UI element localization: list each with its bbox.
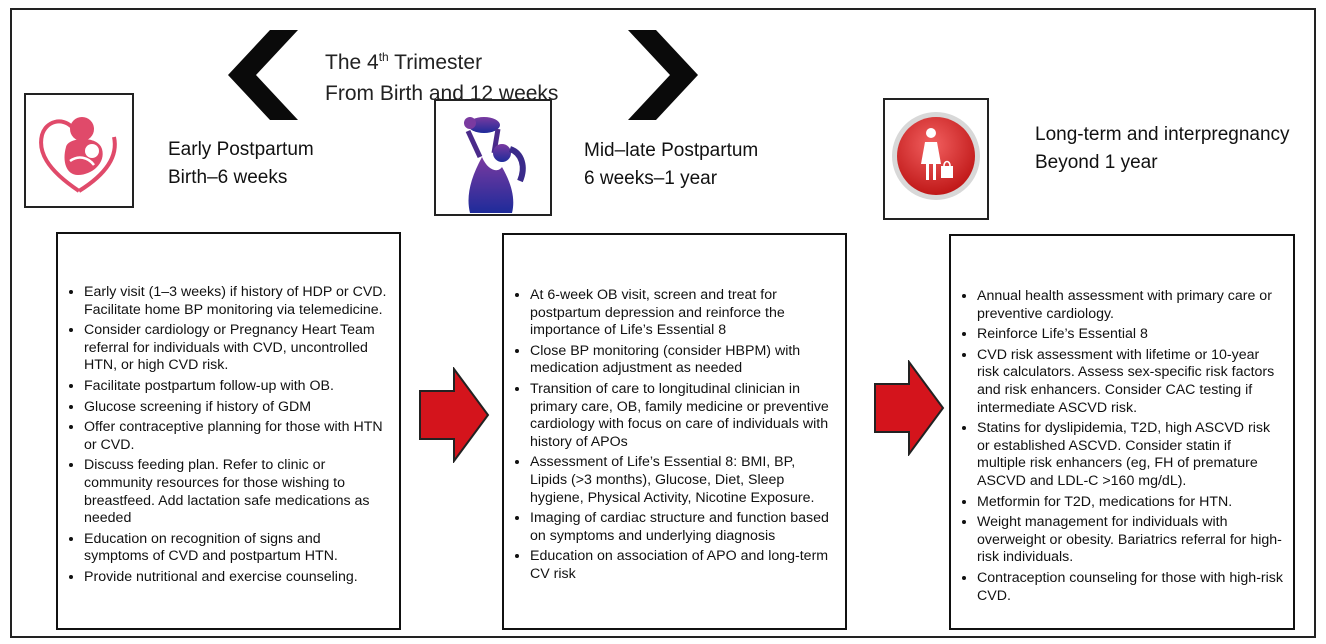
mid-postpartum-list: At 6-week OB visit, screen and treat for… — [512, 287, 835, 584]
list-item: Annual health assessment with primary ca… — [977, 288, 1283, 323]
list-item: Education on recognition of signs and sy… — [84, 531, 387, 566]
title-text: The 4 — [325, 51, 379, 74]
list-item: Offer contraceptive planning for those w… — [84, 419, 387, 454]
stage-title: Early Postpartum — [168, 139, 314, 160]
mid-postpartum-box: At 6-week OB visit, screen and treat for… — [502, 233, 847, 630]
title-line: The 4th Trimester — [325, 42, 558, 78]
long-term-icon-box — [883, 98, 989, 220]
early-postpartum-list: Early visit (1–3 weeks) if history of HD… — [66, 284, 387, 587]
arrow-right-icon — [874, 360, 945, 456]
early-postpartum-icon-box — [24, 93, 134, 208]
list-item: Contraception counseling for those with … — [977, 570, 1283, 605]
list-item: Transition of care to longitudinal clini… — [530, 381, 835, 451]
list-item: Education on association of APO and long… — [530, 548, 835, 583]
list-item: Discuss feeding plan. Refer to clinic or… — [84, 457, 387, 527]
list-item: Reinforce Life’s Essential 8 — [977, 326, 1283, 344]
stage-early-heading: Early Postpartum Birth–6 weeks — [168, 136, 314, 192]
list-item: Facilitate postpartum follow-up with OB. — [84, 378, 387, 396]
list-item: Statins for dyslipidemia, T2D, high ASCV… — [977, 420, 1283, 490]
list-item: Provide nutritional and exercise counsel… — [84, 569, 387, 587]
chevron-right-icon — [628, 30, 698, 120]
list-item: Close BP monitoring (consider HBPM) with… — [530, 343, 835, 378]
list-item: Early visit (1–3 weeks) if history of HD… — [84, 284, 387, 319]
title-text-end: Trimester — [388, 51, 483, 74]
long-term-list: Annual health assessment with primary ca… — [959, 288, 1283, 605]
mid-postpartum-icon-box — [434, 99, 552, 216]
stage-title: Long-term and interpregnancy — [1035, 124, 1290, 145]
list-item: Weight management for individuals with o… — [977, 514, 1283, 567]
list-item: CVD risk assessment with lifetime or 10-… — [977, 347, 1283, 417]
stage-period: Beyond 1 year — [1035, 152, 1158, 173]
mother-lifting-baby-icon — [464, 117, 526, 213]
list-item: Assessment of Life’s Essential 8: BMI, B… — [530, 454, 835, 507]
diagram-frame — [10, 8, 1316, 638]
list-item: Consider cardiology or Pregnancy Heart T… — [84, 322, 387, 375]
list-item: At 6-week OB visit, screen and treat for… — [530, 287, 835, 340]
list-item: Glucose screening if history of GDM — [84, 399, 387, 417]
long-term-box: Annual health assessment with primary ca… — [949, 234, 1295, 630]
arrow-right-icon — [419, 367, 490, 463]
stage-mid-heading: Mid–late Postpartum 6 weeks–1 year — [584, 137, 758, 193]
title-superscript: th — [378, 50, 389, 64]
woman-shopping-bag-icon — [892, 112, 980, 200]
chevron-left-icon — [228, 30, 298, 120]
stage-title: Mid–late Postpartum — [584, 140, 759, 161]
stage-period: 6 weeks–1 year — [584, 168, 718, 189]
list-item: Metformin for T2D, medications for HTN. — [977, 494, 1283, 512]
list-item: Imaging of cardiac structure and functio… — [530, 510, 835, 545]
heart-mother-baby-icon — [39, 117, 117, 193]
stage-long-heading: Long-term and interpregnancy Beyond 1 ye… — [1035, 121, 1290, 177]
stage-period: Birth–6 weeks — [168, 167, 288, 188]
early-postpartum-box: Early visit (1–3 weeks) if history of HD… — [56, 232, 401, 630]
